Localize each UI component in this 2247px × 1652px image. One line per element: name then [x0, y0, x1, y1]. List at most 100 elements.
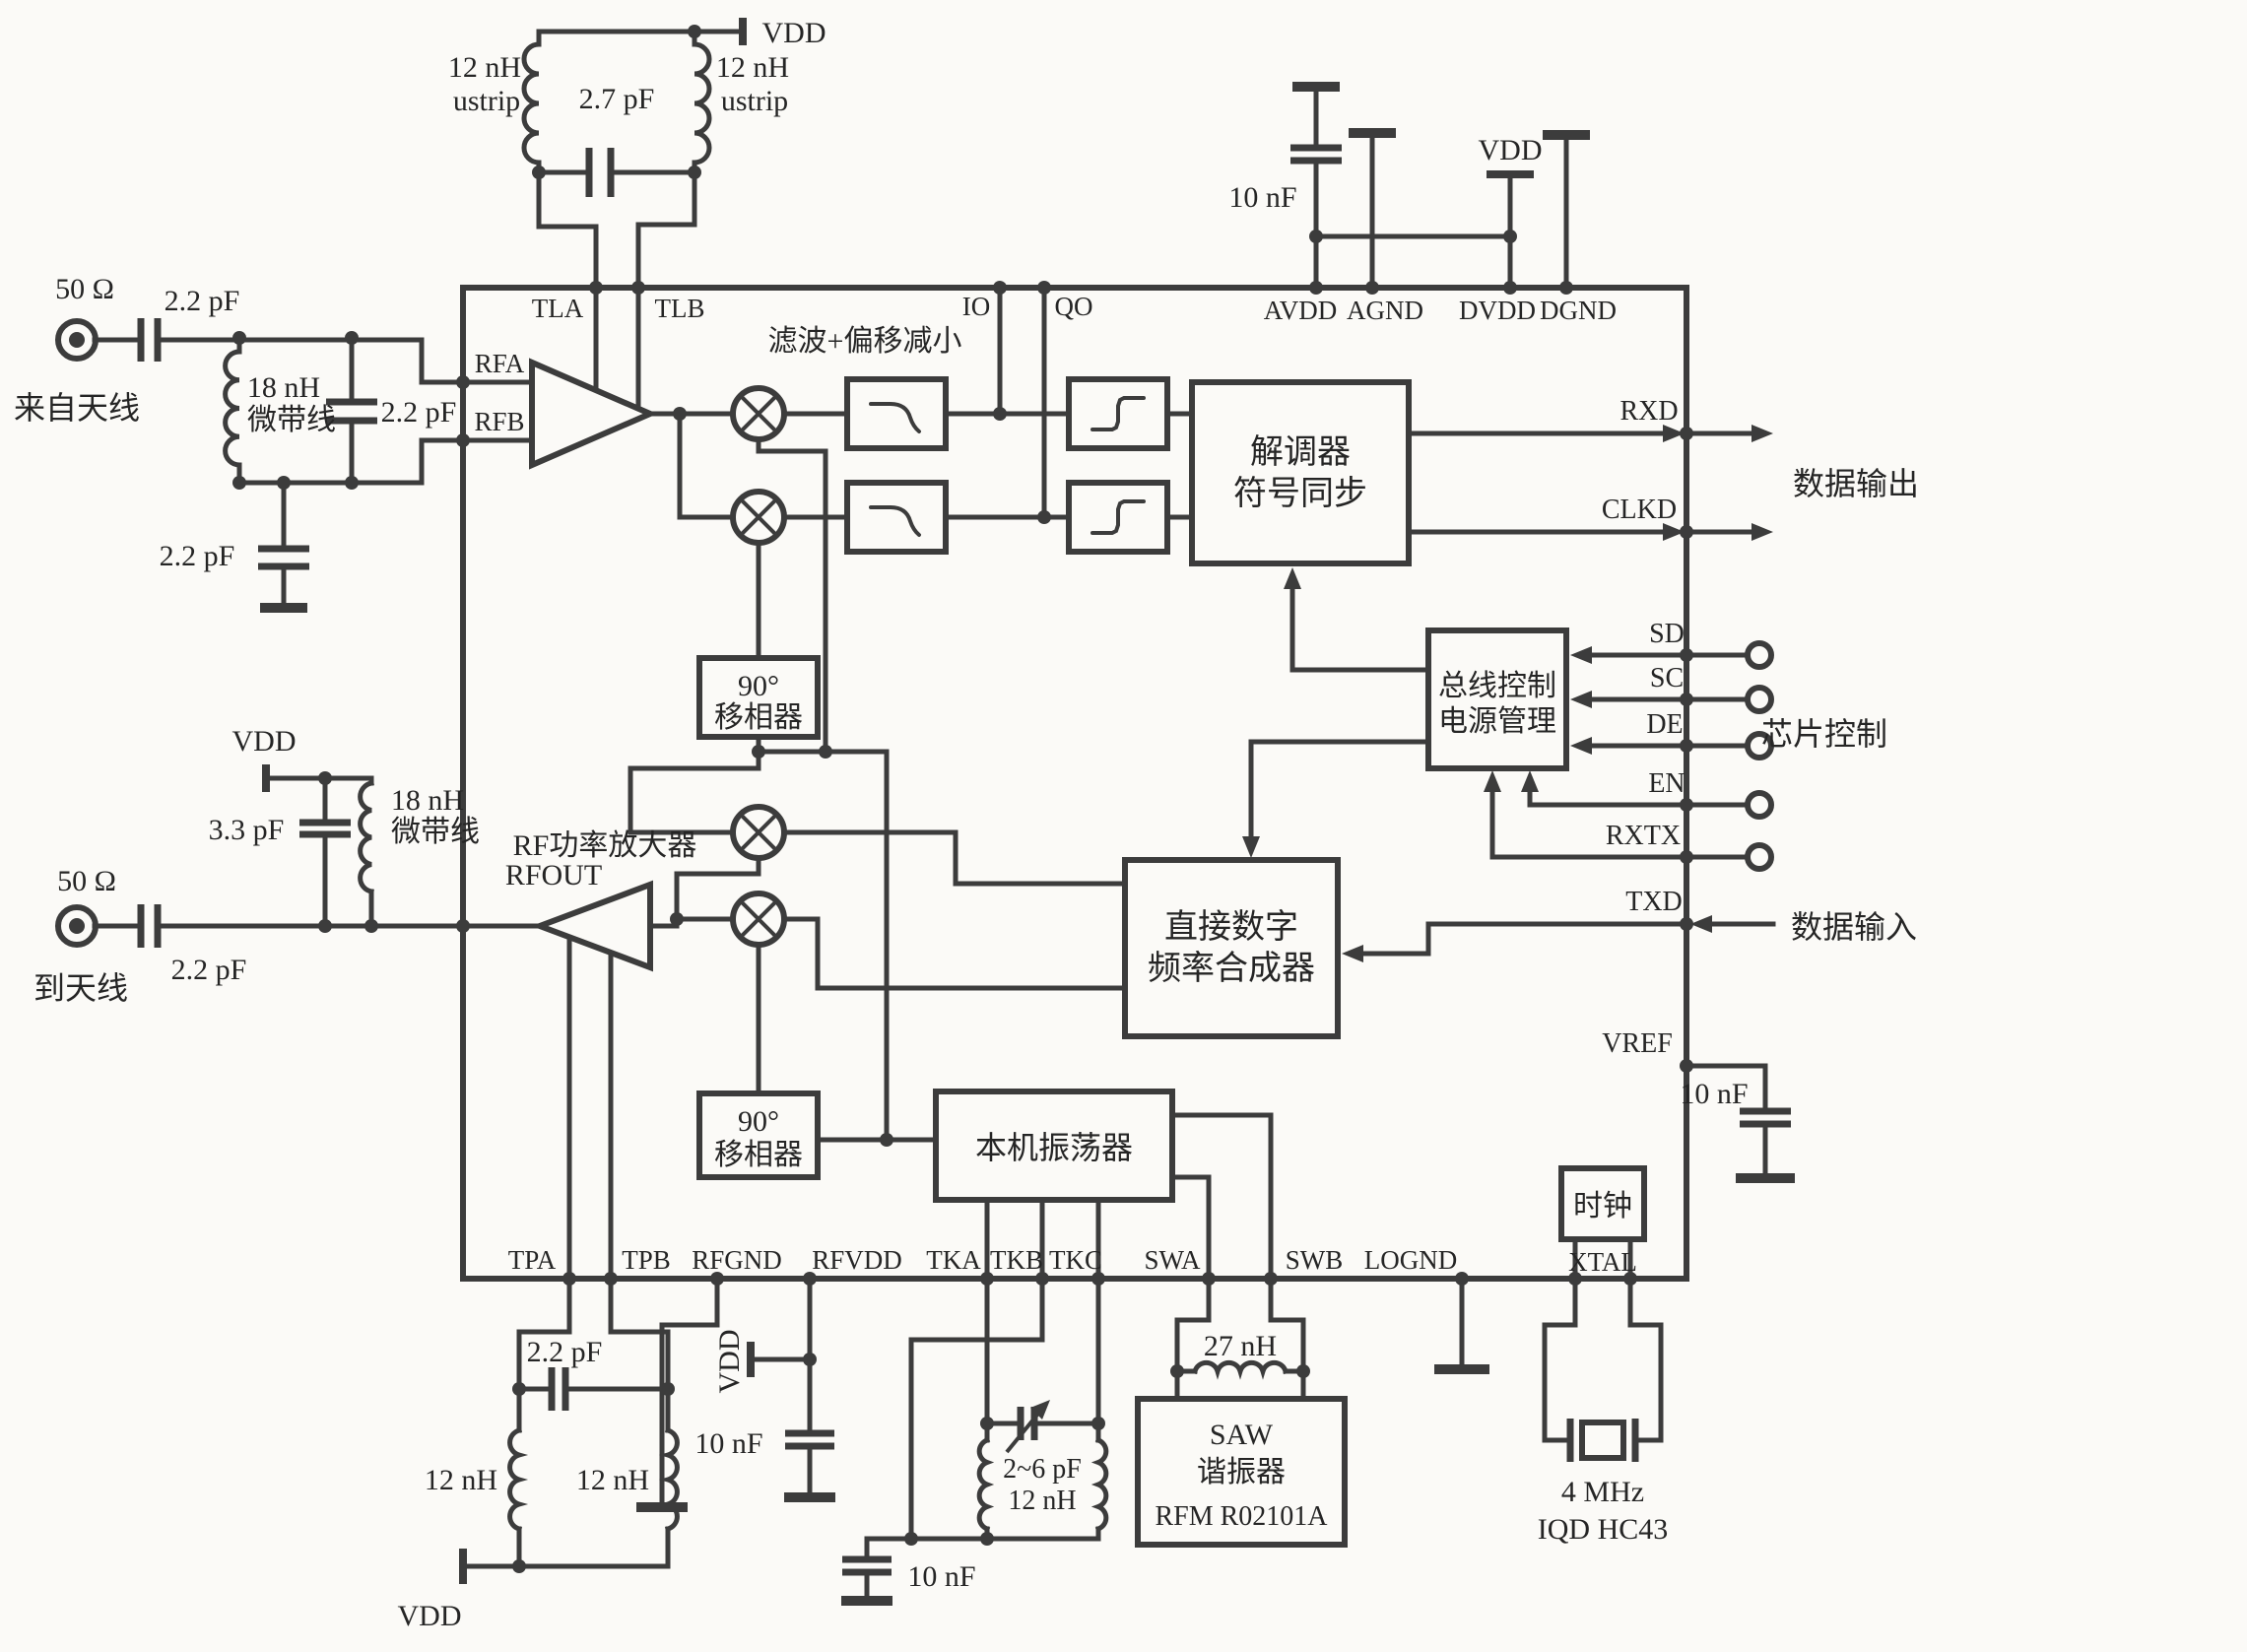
- tk-coil-right: [1090, 1436, 1109, 1533]
- pa-label-1: RF功率放大器: [513, 829, 697, 862]
- txout-series-cap-label: 2.2 pF: [171, 954, 247, 986]
- rx-gnd-cap: [258, 545, 309, 570]
- filter-q-box: [844, 480, 949, 555]
- rx-series-cap-label: 2.2 pF: [165, 285, 240, 317]
- sd-terminal: [1745, 640, 1774, 670]
- tank-coil-left-label-1: 12 nH: [448, 51, 521, 84]
- saw-label-1: SAW: [1210, 1419, 1274, 1451]
- tpa-coil-right: [658, 1426, 680, 1533]
- bus-box-label-2: 电源管理: [1438, 705, 1556, 738]
- demod-output-wires: [1406, 430, 1754, 535]
- pin-tkb: TKB: [990, 1245, 1043, 1275]
- de-terminal: [1745, 731, 1774, 760]
- pin-rxtx: RXTX: [1606, 821, 1681, 851]
- avdd-cap: [1290, 144, 1342, 165]
- ps2-label-1: 90°: [738, 1105, 779, 1138]
- pin-tpb: TPB: [622, 1245, 671, 1275]
- lowpass-icon: [869, 402, 921, 433]
- clkd-arrow: [1663, 523, 1685, 541]
- tank-coil-right-label-2: ustrip: [721, 85, 788, 117]
- lowpass-icon: [869, 505, 921, 537]
- clock-box: [1558, 1165, 1647, 1242]
- limiter-icon: [1090, 499, 1146, 535]
- limiter-icon: [1090, 396, 1146, 431]
- pin-tkc: TKC: [1049, 1245, 1102, 1275]
- pa-wires: [460, 923, 614, 1282]
- phase-shifter-tx-box: [696, 1090, 821, 1180]
- txd-arrow: [1690, 915, 1712, 933]
- saw-label-2: 谐振器: [1197, 1456, 1286, 1488]
- pin-qo: QO: [1055, 292, 1093, 321]
- pin-agnd: AGND: [1347, 296, 1423, 325]
- ps1-label-1: 90°: [738, 670, 779, 702]
- rfvdd-vdd-label: VDD: [713, 1330, 746, 1394]
- tk-gnd-cap-label: 10 nF: [907, 1560, 975, 1593]
- dds-label-2: 频率合成器: [1148, 950, 1315, 987]
- from-antenna-label: 来自天线: [14, 390, 140, 426]
- sc-arrow: [1570, 691, 1592, 708]
- pin-clkd: CLKD: [1602, 495, 1677, 525]
- rx-mixer-q: [730, 489, 787, 546]
- tank-coil-right: [692, 41, 712, 165]
- demod-label-1: 解调器: [1250, 433, 1351, 471]
- demod-label-2: 符号同步: [1233, 475, 1367, 512]
- tx-output-coil: [358, 780, 374, 894]
- saw-resonator-box: [1135, 1396, 1348, 1548]
- saw-wires: [1174, 1276, 1306, 1402]
- en-terminal: [1745, 790, 1774, 820]
- txout-33pf-cap: [299, 819, 351, 838]
- varcap-arrow: [1030, 1400, 1050, 1420]
- to-antenna-label: 到天线: [33, 970, 128, 1006]
- tk-gnd-cap: [842, 1555, 892, 1576]
- demodulator-box: [1189, 379, 1412, 566]
- pin-rfgnd: RFGND: [692, 1245, 782, 1275]
- txd-wires: [1360, 921, 1776, 957]
- pin-tlb: TLB: [655, 294, 705, 323]
- phase-shifter-rx-box: [696, 655, 821, 740]
- pin-tpa: TPA: [508, 1245, 557, 1275]
- tx-mixer-q: [730, 891, 787, 948]
- tx-mixer-wires: [647, 829, 1128, 1096]
- saw-label-3: RFM R02101A: [1155, 1501, 1328, 1532]
- pin-tka: TKA: [926, 1245, 981, 1275]
- dds-box: [1122, 857, 1341, 1039]
- lo-box-wires: [984, 1112, 1274, 1282]
- pin-sc: SC: [1650, 663, 1684, 694]
- tk-coil-label: 12 nH: [1008, 1486, 1076, 1516]
- clock-box-label: 时钟: [1573, 1190, 1632, 1222]
- tk-coil-left: [976, 1436, 995, 1533]
- bus-box-label-1: 总线控制: [1438, 670, 1556, 702]
- rx-input-coil: [223, 349, 242, 468]
- rx-row-wires: [781, 411, 1195, 520]
- tpa-coil-left-label: 12 nH: [425, 1464, 497, 1496]
- txout-impedance-label: 50 Ω: [57, 865, 116, 897]
- avdd-cap-label: 10 nF: [1228, 181, 1296, 214]
- tk-wires: [864, 1276, 1101, 1604]
- tpa-tank-cap-label: 2.2 pF: [527, 1336, 603, 1368]
- vref-cap-label: 10 nF: [1680, 1078, 1748, 1110]
- pin-rfb: RFB: [474, 407, 524, 436]
- rx-coil-label-1: 18 nH: [247, 371, 320, 404]
- txd-dds-arrow: [1342, 945, 1363, 962]
- junction-dots: [232, 25, 1693, 1573]
- clock-freq-label: 4 MHz: [1561, 1476, 1644, 1508]
- filter-note-label: 滤波+偏移减小: [768, 325, 962, 358]
- rfvdd-cap-label: 10 nF: [694, 1427, 762, 1460]
- tx-mixer-i: [730, 804, 787, 861]
- antenna-in-connector: [55, 318, 99, 362]
- limiter-i-box: [1066, 376, 1170, 451]
- tank-cap: [585, 148, 615, 197]
- tank-wires: [536, 29, 746, 291]
- xtal-wires: [1542, 1236, 1664, 1443]
- ctrl-dds-arrow: [1242, 836, 1260, 858]
- rx-impedance-label: 50 Ω: [55, 273, 114, 305]
- rx-gnd-cap-label: 2.2 pF: [160, 540, 235, 572]
- chip-boundary: [460, 285, 1689, 1282]
- dds-label-1: 直接数字: [1164, 908, 1298, 946]
- tpa-tank-cap: [548, 1367, 569, 1411]
- tank-coil-left-label-2: ustrip: [453, 85, 520, 117]
- saw-coil: [1191, 1360, 1289, 1380]
- pin-rfa: RFA: [475, 349, 525, 378]
